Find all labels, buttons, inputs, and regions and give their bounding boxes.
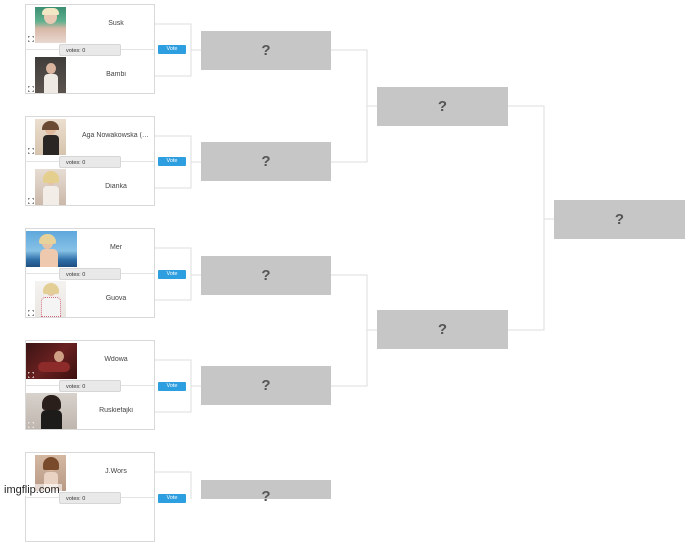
contestant-photo[interactable]: [26, 393, 77, 429]
expand-icon[interactable]: [28, 422, 34, 428]
votes-count: votes: 0: [59, 492, 121, 504]
contestant-name: Aga Nowakowska (M...: [82, 132, 154, 139]
votes-count: votes: 0: [59, 380, 121, 392]
matchup-card: Susk votes: 0 Bambi: [25, 4, 155, 94]
expand-icon[interactable]: [28, 148, 34, 154]
contestant-name: Wdowa: [104, 356, 128, 363]
contestant-photo[interactable]: [35, 281, 66, 317]
round4-slot: ?: [554, 200, 685, 239]
vote-button[interactable]: Vote: [158, 270, 186, 279]
round2-slot: ?: [201, 480, 331, 505]
round2-slot: ?: [201, 366, 331, 405]
expand-icon[interactable]: [28, 372, 34, 378]
contestant-photo[interactable]: [26, 343, 77, 379]
contestant-name: Mer: [109, 244, 123, 251]
votes-count: votes: 0: [59, 268, 121, 280]
contestant-name: J.Wors: [105, 468, 127, 475]
expand-icon[interactable]: [28, 310, 34, 316]
contestant-photo[interactable]: [35, 119, 66, 155]
matchup-card: Aga Nowakowska (M... votes: 0 Dianka: [25, 116, 155, 206]
contestant-name: Guova: [105, 295, 127, 302]
matchup-card: Mer votes: 0 Guova: [25, 228, 155, 318]
contestant-name: Ruskiefajki: [99, 407, 133, 414]
expand-icon[interactable]: [28, 36, 34, 42]
vote-button[interactable]: Vote: [158, 157, 186, 166]
watermark: imgflip.com: [2, 484, 62, 496]
bracket-connectors: [155, 23, 554, 499]
votes-count: votes: 0: [59, 156, 121, 168]
round3-slot: ?: [377, 310, 508, 349]
vote-button[interactable]: Vote: [158, 382, 186, 391]
expand-icon[interactable]: [28, 198, 34, 204]
contestant-photo[interactable]: [26, 231, 77, 267]
round2-slot: ?: [201, 142, 331, 181]
expand-icon[interactable]: [28, 86, 34, 92]
votes-count: votes: 0: [59, 44, 121, 56]
contestant-name: Bambi: [106, 71, 126, 78]
contestant-photo[interactable]: [35, 57, 66, 93]
round3-slot: ?: [377, 87, 508, 126]
matchup-card: Wdowa votes: 0 Ruskiefajki: [25, 340, 155, 430]
round2-slot: ?: [201, 31, 331, 70]
contestant-name: Susk: [108, 20, 124, 27]
contestant-photo[interactable]: [35, 7, 66, 43]
contestant-photo[interactable]: [35, 169, 66, 205]
matchup-card: J.Wors votes: 0: [25, 452, 155, 542]
round2-slot: ?: [201, 256, 331, 295]
vote-button[interactable]: Vote: [158, 45, 186, 54]
contestant-name: Dianka: [105, 183, 127, 190]
